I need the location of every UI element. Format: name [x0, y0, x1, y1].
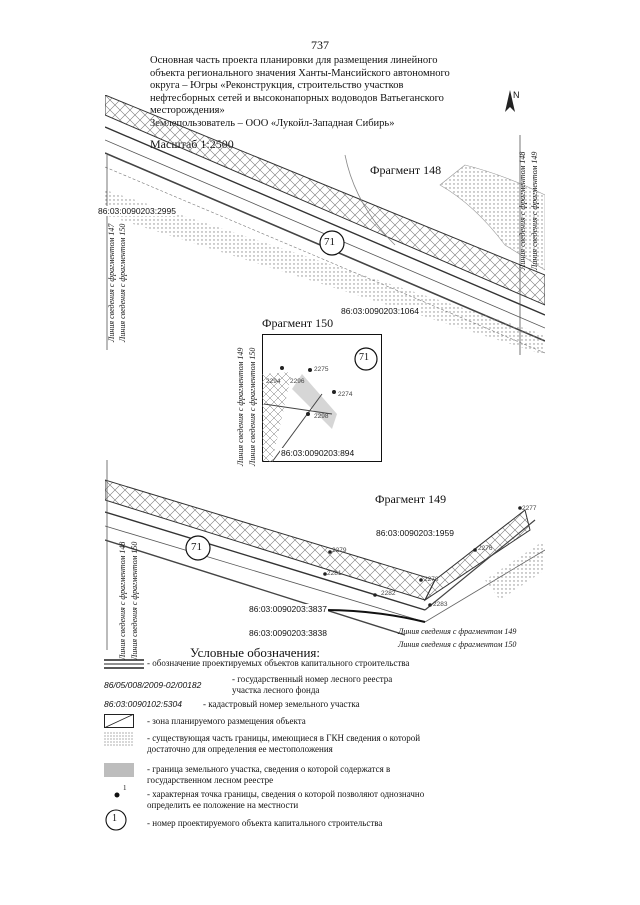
cadastral-label: 86:03:0090203:3838: [248, 628, 328, 638]
boundary-point-label: 2277: [522, 505, 537, 512]
title-line: Основная часть проекта планировки для ра…: [150, 55, 438, 66]
legend-item-text: - кадастровый номер земельного участка: [203, 699, 360, 709]
object-number-71: 71: [191, 541, 202, 553]
boundary-point-label: 2279: [332, 547, 347, 554]
legend-item-text: - номер проектируемого объекта капитальн…: [147, 818, 383, 828]
object-number-71: 71: [324, 236, 335, 248]
fragment-148-map: [105, 95, 545, 355]
cadastral-label: 86:03:0090203:2995: [97, 206, 177, 216]
object-number-marker: [185, 535, 211, 561]
boundary-point-label: 2275: [314, 366, 329, 373]
legend-item-text: - граница земельного участка, сведения о…: [147, 764, 391, 785]
fragment-149-label: Фрагмент 149: [375, 492, 447, 506]
boundary-point-label: 2296: [290, 378, 305, 385]
tie-line-label: Линия сведения с фрагментом 150: [398, 640, 517, 649]
boundary-point-label: 2282: [381, 590, 396, 597]
legend-point-symbol-label: 1: [123, 784, 127, 792]
legend-object-number-symbol: 1: [112, 813, 117, 824]
cadastral-label: 86:03:0090203:3837: [248, 604, 328, 614]
north-arrow-icon: [505, 90, 515, 112]
legend-item-text: - зона планируемого размещения объекта: [147, 716, 306, 726]
title-line: нефтесборных сетей и высоконапорных водо…: [150, 92, 444, 104]
cadastral-label: 86:03:0090203:1959: [375, 528, 455, 538]
legend-forest-boundary-symbol: [104, 763, 134, 777]
fragment-150-label: Фрагмент 150: [262, 316, 334, 330]
legend-existing-boundary-symbol: [104, 732, 134, 746]
fragment-148-label: Фрагмент 148: [370, 163, 442, 177]
land-user-line: Землепользователь – ООО «Лукойл-Западная…: [150, 117, 395, 129]
tie-line-label: Линия сведения с фрагментом 148: [518, 151, 527, 270]
boundary-point-label: 2274: [338, 391, 353, 398]
boundary-point-label: 2298: [314, 413, 329, 420]
fragment-149-map: [105, 460, 545, 650]
legend-object-number-marker: [105, 809, 127, 831]
tie-line-label: Линия сведения с фрагментом 150: [118, 223, 127, 342]
tie-line-label: Линия сведения с фрагментом 149: [530, 151, 539, 270]
tie-line-label: Линия сведения с фрагментом 148: [118, 541, 127, 660]
legend-title: Условные обозначения:: [190, 645, 321, 660]
north-label: N: [513, 90, 520, 100]
tie-line-label: Линия сведения с фрагментом 150: [248, 347, 257, 466]
legend-item-text: - характерная точка границы, сведения о …: [147, 789, 425, 810]
object-number-marker: [354, 347, 378, 371]
title-line: месторождения»: [150, 105, 225, 116]
legend-projected-object-symbol: [104, 659, 144, 669]
tie-line-label: Линия сведения с фрагментом 149: [236, 347, 245, 466]
page-number: 737: [311, 38, 329, 52]
cadastral-label: 86:03:0090203:894: [280, 448, 356, 458]
legend-forest-registry-symbol: 86/05/008/2009-02/00182: [104, 680, 202, 690]
boundary-point-label: 2276: [478, 545, 493, 552]
legend-item-text: - существующая часть границы, имеющиеся …: [147, 733, 421, 754]
object-number-71: 71: [359, 352, 369, 363]
tie-line-label: Линия сведения с фрагментом 147: [107, 223, 116, 342]
tie-line-label: Линия сведения с фрагментом 149: [398, 627, 517, 636]
boundary-point-label: 2294: [266, 378, 281, 385]
legend-item-text: - обозначение проектируемых объектов кап…: [147, 658, 410, 668]
legend-cadastral-symbol: 86:03:0090102:5304: [104, 699, 182, 709]
object-number-marker: [319, 230, 345, 256]
boundary-point-icon: [114, 792, 120, 798]
title-line: объекта регионального значения Ханты-Ман…: [150, 67, 450, 79]
boundary-point-label: 2283: [433, 601, 448, 608]
boundary-point-label: 2281: [327, 570, 342, 577]
boundary-point-label: 2278: [424, 576, 439, 583]
legend-item-text: - государственный номер лесного реестра …: [232, 674, 393, 695]
legend-placement-zone-symbol: [104, 714, 134, 728]
document-title: Основная часть проекта планировки для ра…: [150, 55, 490, 130]
title-line: округа – Югры «Реконструкция, строительс…: [150, 80, 404, 91]
cadastral-label: 86:03:0090203:1064: [340, 306, 420, 316]
tie-line-label: Линия сведения с фрагментом 150: [130, 541, 139, 660]
